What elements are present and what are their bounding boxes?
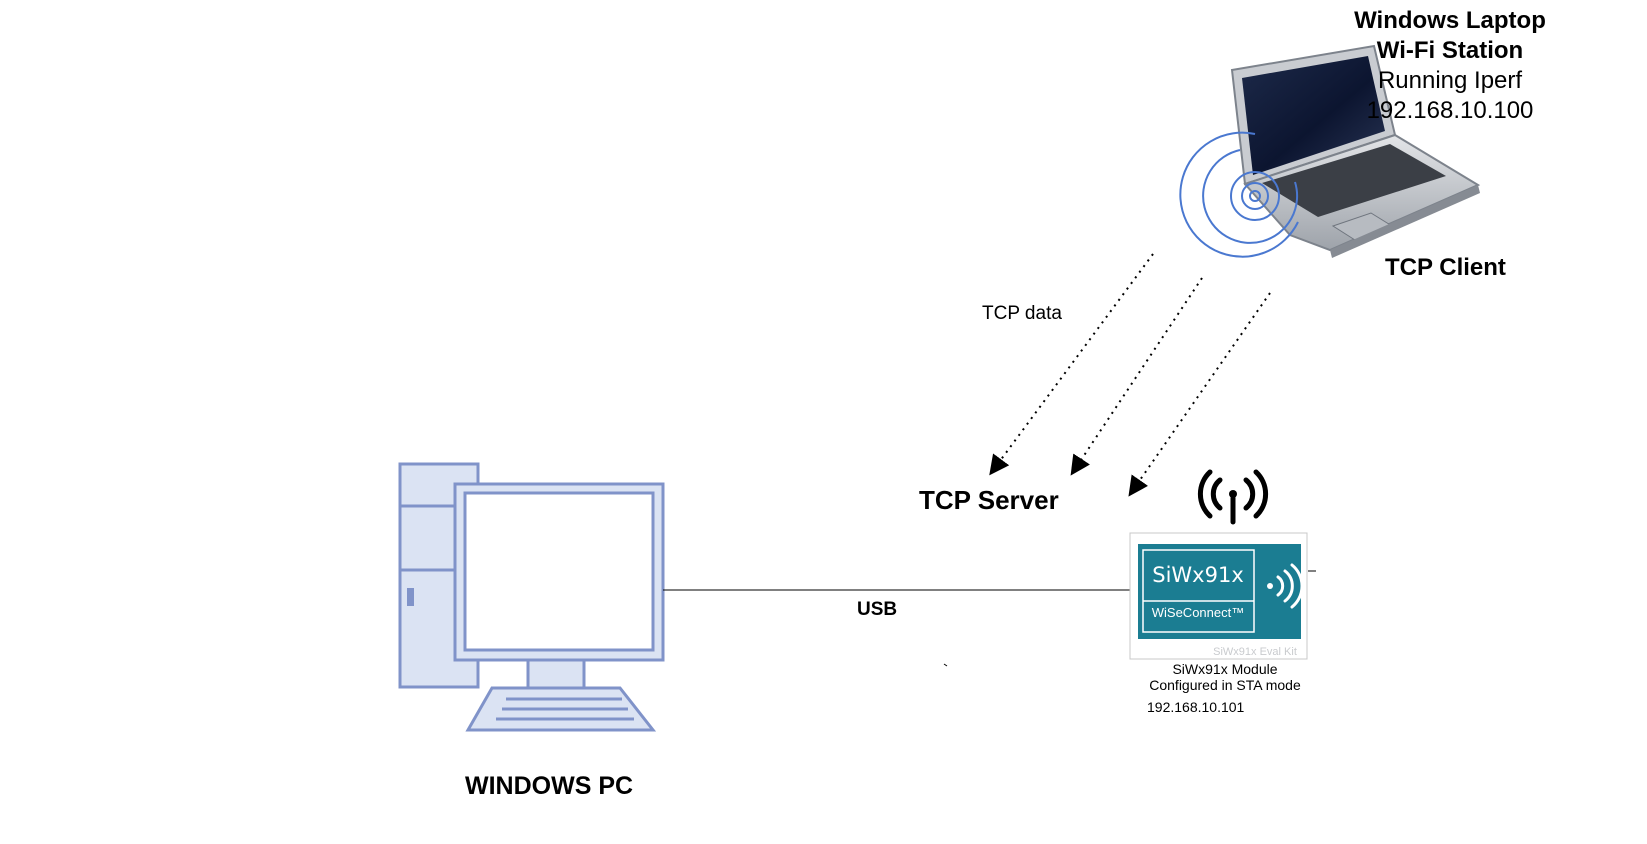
- laptop-role-title: Wi-Fi Station: [1376, 37, 1524, 64]
- laptop-title: Windows Laptop: [1354, 7, 1546, 34]
- desktop-pc-icon: [398, 462, 665, 732]
- laptop-caption: Windows Laptop Wi-Fi Station Running Ipe…: [1300, 6, 1600, 126]
- wifi-signal-icon: [1179, 131, 1299, 258]
- tcp-client-label: TCP Client: [1385, 254, 1506, 281]
- board-label: SiWx91x Eval Kit: [1213, 646, 1297, 658]
- tcp-data-arrows: [989, 253, 1271, 497]
- stray-mark: [943, 663, 948, 667]
- tcp-data-arrow-2: [1070, 277, 1203, 476]
- laptop-icon: [1230, 44, 1481, 258]
- module-title: SiWx91x Module: [1172, 661, 1278, 677]
- tcp-data-arrow-1: [989, 253, 1154, 476]
- usb-label: USB: [857, 599, 898, 620]
- module-chip-brand: WiSeConnect™: [1152, 605, 1244, 620]
- laptop-ip: 192.168.10.100: [1366, 97, 1534, 124]
- windows-pc-label: WINDOWS PC: [465, 772, 634, 800]
- eval-kit-board: [1129, 532, 1316, 660]
- module-caption: SiWx91x Module Configured in STA mode: [1105, 661, 1345, 693]
- laptop-app: Running Iperf: [1377, 67, 1523, 94]
- tcp-data-arrow-3: [1128, 292, 1271, 497]
- antenna-icon: [1197, 469, 1269, 525]
- module-chip: [1138, 544, 1301, 639]
- module-chip-name: SiWx91x: [1152, 563, 1244, 587]
- tcp-server-label: TCP Server: [919, 485, 1059, 515]
- module-mode: Configured in STA mode: [1149, 677, 1301, 693]
- module-ip: 192.168.10.101: [1147, 699, 1245, 715]
- tcp-data-label: TCP data: [982, 303, 1062, 324]
- module-wifi-icon: [1267, 563, 1304, 609]
